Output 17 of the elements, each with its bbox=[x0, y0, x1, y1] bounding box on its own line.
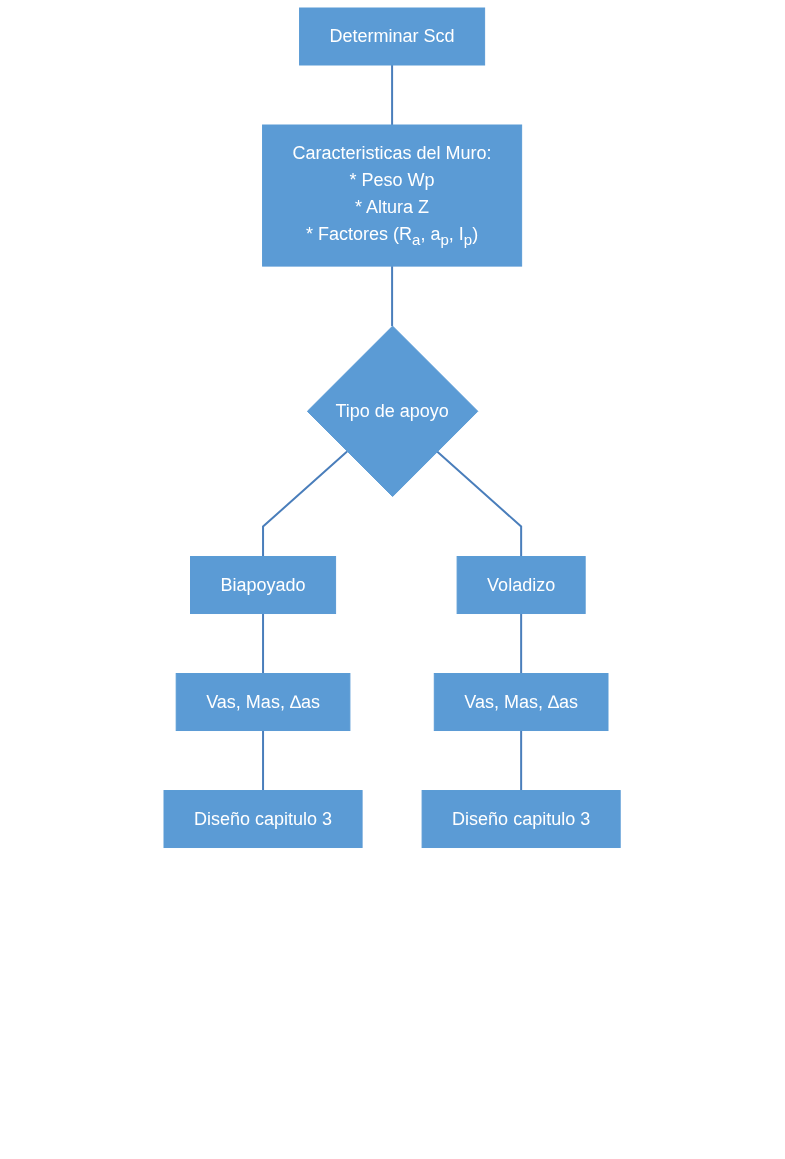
node-diamond: Tipo de apoyo bbox=[307, 325, 479, 497]
node-box: Biapoyado bbox=[190, 556, 337, 614]
node-box: Determinar Scd bbox=[299, 7, 486, 66]
connector bbox=[391, 265, 394, 328]
connector bbox=[436, 450, 523, 558]
node-box: Caracteristicas del Muro: * Peso Wp * Altura Z * Factores (R$_{a}$, a$_{p}$, I$_{p}$) bbox=[262, 124, 523, 267]
connector bbox=[262, 612, 265, 675]
connector bbox=[520, 729, 523, 792]
node-box: Vas, Mas, ∆as bbox=[176, 673, 351, 731]
connector bbox=[391, 64, 394, 126]
node-box: Diseño capitulo 3 bbox=[422, 790, 622, 848]
node-box: Vas, Mas, ∆as bbox=[434, 673, 609, 731]
connector bbox=[262, 729, 265, 792]
connector bbox=[262, 450, 349, 558]
connector bbox=[520, 612, 523, 675]
node-box: Diseño capitulo 3 bbox=[163, 790, 363, 848]
node-box: Voladizo bbox=[457, 556, 587, 614]
